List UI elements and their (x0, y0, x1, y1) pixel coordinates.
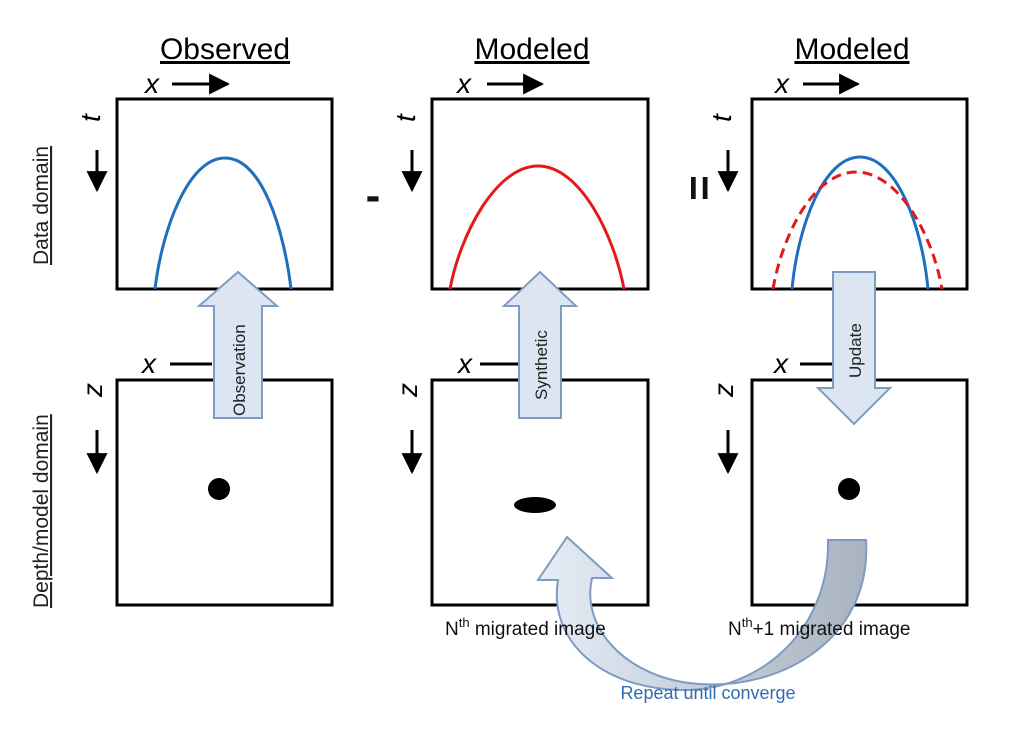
row-label-depth-model-domain: Depth/model domain (30, 414, 53, 608)
z-axis-label-model-observed: z (77, 383, 108, 398)
observed-curve (153, 156, 293, 290)
repeat-loop-arrow (536, 535, 868, 692)
z-axis-label-model-modeled-nth: z (392, 383, 423, 398)
synthetic-arrow-label: Synthetic (532, 330, 551, 400)
modeled-curve-overlay-dashed (771, 170, 944, 290)
x-axis-label-model-observed: x (140, 348, 157, 379)
synthetic-arrow: Synthetic (501, 270, 579, 419)
row-label-data-domain: Data domain (30, 146, 53, 265)
point-scatterer-n1 (838, 478, 860, 500)
repeat-until-converge-label: Repeat until converge (620, 683, 795, 703)
x-axis-label-model-modeled-nth: x (456, 348, 473, 379)
x-axis-label-data-observed: x (143, 68, 160, 99)
n1-migrated-image-caption: Nth+1 migrated image (728, 615, 910, 640)
equals-operator: = (675, 175, 724, 201)
observation-arrow-label: Observation (230, 324, 249, 416)
modeled-curve-nth (448, 164, 626, 290)
t-axis-label-data-modeled-nth: t (390, 113, 421, 122)
t-axis-label-data-modeled-n1: t (706, 113, 737, 122)
t-axis-label-data-observed: t (75, 113, 106, 122)
minus-operator: - (366, 171, 381, 220)
x-axis-label-data-modeled-n1: x (773, 68, 790, 99)
column-title-modeled-2: Modeled (794, 33, 909, 66)
x-axis-label-data-modeled-nth: x (455, 68, 472, 99)
smeared-scatterer-nth (514, 497, 556, 513)
observation-arrow: Observation (196, 270, 280, 419)
panel-group-modeled-n1: x t x z (706, 68, 969, 607)
nth-migrated-image-caption: Nth migrated image (445, 615, 606, 640)
column-title-observed: Observed (160, 33, 290, 66)
point-scatterer-observed (208, 478, 230, 500)
x-axis-label-model-modeled-n1: x (772, 348, 789, 379)
data-panel-observed (115, 97, 334, 291)
panel-group-modeled-nth: x t x z (390, 68, 650, 607)
observed-curve-overlay (790, 155, 930, 290)
z-axis-label-model-modeled-n1: z (708, 383, 739, 398)
update-arrow: Update (815, 271, 893, 426)
column-title-modeled-1: Modeled (474, 33, 589, 66)
update-arrow-label: Update (846, 323, 865, 378)
panel-group-observed: x t x z (75, 68, 334, 607)
